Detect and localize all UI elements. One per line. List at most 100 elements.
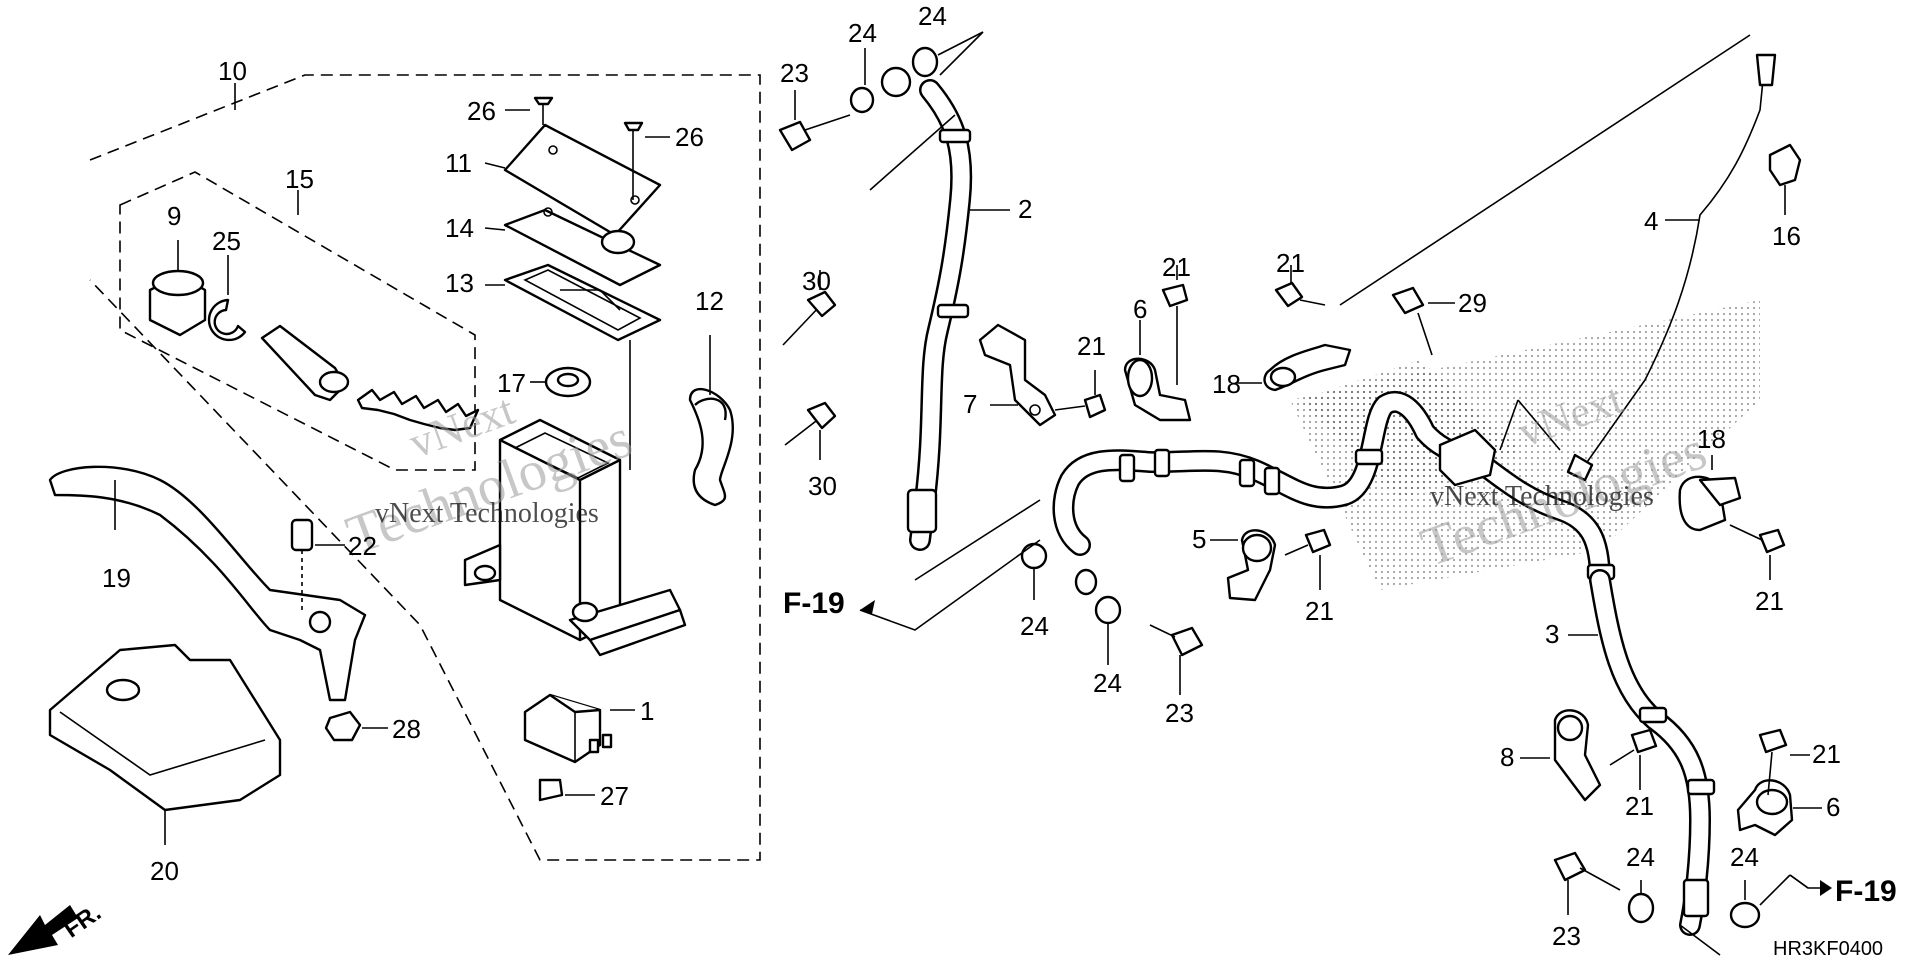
- callout-23-mid: 23: [1165, 698, 1194, 728]
- banjo-bolt-top: [778, 90, 851, 152]
- ref-arrow-right: [1789, 874, 1832, 896]
- hose-clamp-18b: [1678, 455, 1742, 532]
- brake-lever: [48, 465, 367, 702]
- holder-bolt-upper: [782, 270, 837, 346]
- cap-screw-left: [505, 96, 554, 125]
- callout-19: 19: [102, 563, 131, 593]
- master-cylinder-body: [463, 418, 687, 657]
- diagram-code: HR3KF0400: [1773, 938, 1883, 960]
- holder-bolt-lower: [784, 401, 837, 460]
- ref-label-right: F-19: [1835, 875, 1897, 908]
- callout-27: 27: [600, 781, 629, 811]
- callout-24-top-left: 24: [848, 18, 877, 48]
- bolt-21-c: [1274, 265, 1326, 308]
- callout-14: 14: [445, 213, 474, 243]
- lower-brake-hose: [1568, 569, 1716, 936]
- callout-17: 17: [497, 368, 526, 398]
- callout-21-f: 21: [1625, 791, 1654, 821]
- ref-arrow-left: [859, 539, 1041, 631]
- diaphragm: [485, 263, 662, 342]
- callout-24-bottom-left: 24: [1626, 842, 1655, 872]
- callout-24-top-right: 24: [918, 1, 947, 31]
- hose-clamp-5: [1210, 529, 1277, 602]
- reservoir-seal: [530, 366, 592, 398]
- callout-22: 22: [348, 531, 377, 561]
- bolt-21-f: [1609, 728, 1658, 790]
- callout-26-right: 26: [675, 122, 704, 152]
- callout-4: 4: [1644, 206, 1658, 236]
- callout-24-mid-right: 24: [1093, 668, 1122, 698]
- shaded-zone-right: [1290, 300, 1760, 590]
- banjo-bolt-lower: [1553, 851, 1621, 915]
- callout-18-top: 18: [1212, 369, 1241, 399]
- bolt-21-e: [1729, 524, 1786, 580]
- banjo-fittings-middle: [1020, 542, 1122, 665]
- callout-20: 20: [150, 856, 179, 886]
- callout-24-mid-left: 24: [1020, 611, 1049, 641]
- callout-21-c: 21: [1276, 248, 1305, 278]
- callout-16: 16: [1772, 221, 1801, 251]
- callout-7: 7: [963, 389, 977, 419]
- bolt-21-d: [1284, 528, 1332, 590]
- bolt-21-a: [1054, 370, 1107, 419]
- hose-bracket-8: [1520, 709, 1602, 802]
- lever-cover: [48, 643, 282, 845]
- ref-label-left: F-19: [783, 587, 845, 620]
- callout-28: 28: [392, 714, 421, 744]
- callout-21-e: 21: [1755, 586, 1784, 616]
- callout-23-bottom: 23: [1552, 921, 1581, 951]
- callout-10: 10: [218, 56, 247, 86]
- callout-21-d: 21: [1305, 596, 1334, 626]
- direction-label: FR.: [59, 899, 106, 943]
- callout-26-left: 26: [467, 96, 496, 126]
- callout-8: 8: [1500, 742, 1514, 772]
- watermark-band-left: vNext Technologies: [375, 498, 599, 529]
- callout-3: 3: [1545, 619, 1559, 649]
- reservoir-cap: [484, 123, 662, 237]
- callout-6-top: 6: [1133, 294, 1147, 324]
- hose-clamp-6a: [1123, 320, 1192, 422]
- hose-end-lines: [1679, 924, 1721, 956]
- callout-15: 15: [285, 164, 314, 194]
- banjo-bolt-middle: [1149, 624, 1204, 695]
- switch-screw: [538, 778, 595, 802]
- callout-21-a: 21: [1077, 331, 1106, 361]
- callout-labels: 10 26 26 11 15 9 25 14 13 12 17 30 30 19…: [102, 1, 1841, 951]
- brake-pipe: [1339, 34, 1777, 482]
- callout-9: 9: [167, 201, 181, 231]
- pivot-bolt: [290, 518, 345, 610]
- diaphragm-plate: [484, 207, 662, 287]
- bolt-21-b: [1161, 265, 1189, 385]
- callout-1: 1: [640, 696, 654, 726]
- bolt-29: [1391, 286, 1455, 356]
- callout-30-top: 30: [802, 266, 831, 296]
- bolt-21-g: [1758, 728, 1810, 796]
- banjo-fittings-lower: [1627, 874, 1809, 929]
- hose-clamp-18a: [1235, 343, 1352, 392]
- callout-25: 25: [212, 226, 241, 256]
- piston: [260, 324, 350, 402]
- middle-brake-hose: [1052, 390, 1616, 591]
- boot: [148, 240, 207, 337]
- callout-5: 5: [1192, 524, 1206, 554]
- lever-nut: [324, 710, 388, 742]
- hose-bracket-7: [978, 323, 1057, 427]
- callout-18-right: 18: [1697, 424, 1726, 454]
- brake-light-switch: [523, 693, 635, 764]
- hose-clamp-6b: [1736, 779, 1822, 837]
- spring: [356, 388, 480, 432]
- pipe-clip: [1768, 143, 1802, 215]
- callout-21-b: 21: [1162, 252, 1191, 282]
- front-direction-arrow: [8, 905, 78, 955]
- callout-13: 13: [445, 268, 474, 298]
- callout-12: 12: [695, 286, 724, 316]
- callout-24-bottom-right: 24: [1730, 842, 1759, 872]
- callout-2: 2: [1018, 194, 1032, 224]
- assembly-outline-15: [119, 171, 476, 471]
- assembly-outline-10: [89, 74, 761, 861]
- callout-30-bottom: 30: [808, 471, 837, 501]
- callout-6-bottom: 6: [1826, 792, 1840, 822]
- callout-21-g: 21: [1812, 739, 1841, 769]
- callout-29: 29: [1458, 288, 1487, 318]
